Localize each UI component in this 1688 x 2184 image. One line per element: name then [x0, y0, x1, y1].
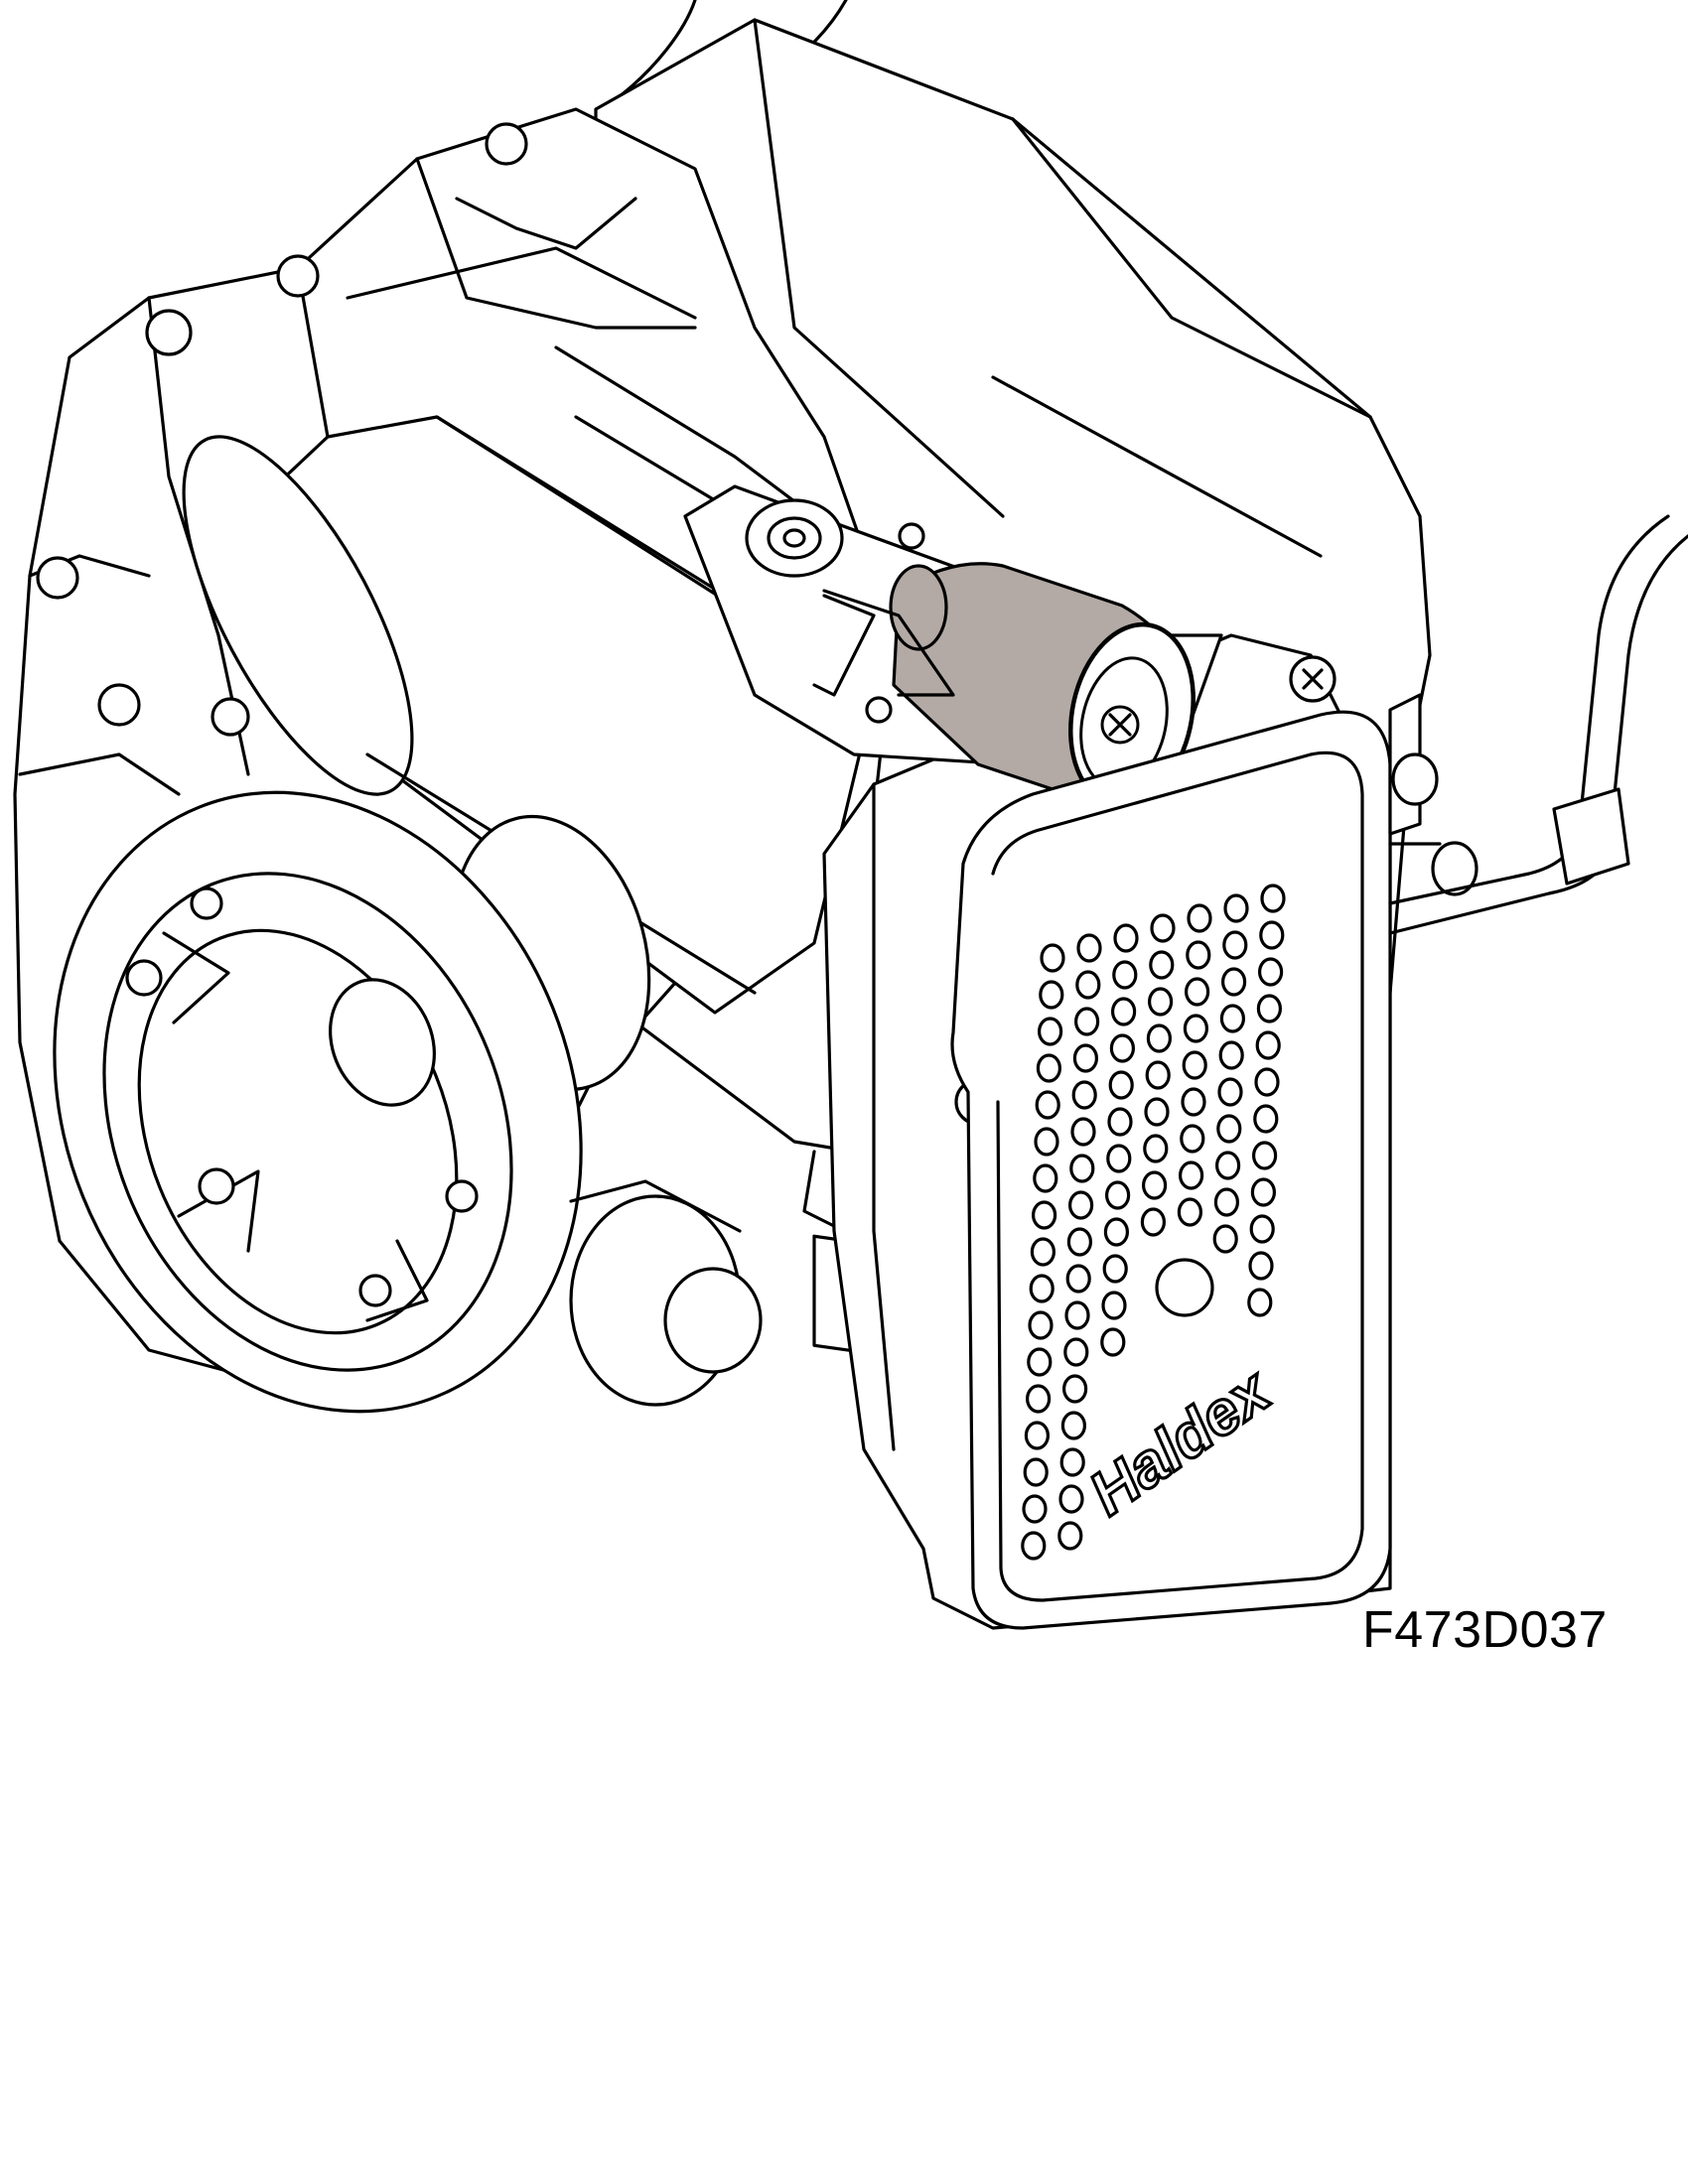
ventilation-hole [1073, 1007, 1100, 1036]
ventilation-hole [1057, 1521, 1083, 1551]
ventilation-hole [1150, 913, 1176, 943]
ventilation-hole [1177, 1197, 1203, 1227]
ventilation-hole [1102, 1254, 1128, 1284]
ventilation-hole [1036, 1053, 1062, 1083]
ventilation-hole [1065, 1264, 1091, 1294]
ventilation-hole [1076, 933, 1102, 963]
ventilation-hole [1147, 987, 1174, 1017]
ventilation-hole [1034, 1127, 1059, 1157]
ventilation-hole [1217, 1077, 1243, 1107]
ventilation-hole [1061, 1374, 1088, 1404]
ventilation-hole [1060, 1411, 1087, 1440]
ventilation-holes [1021, 884, 1286, 1561]
ventilation-hole [1110, 997, 1137, 1026]
ventilation-hole [1070, 1117, 1096, 1147]
ventilation-hole [1145, 1060, 1171, 1090]
ventilation-hole [1108, 1070, 1134, 1100]
ventilation-hole [1187, 903, 1212, 933]
ventilation-hole [1251, 1141, 1278, 1170]
ventilation-hole [1214, 1151, 1241, 1180]
lower-boss [569, 1179, 763, 1407]
ventilation-hole [1071, 1080, 1097, 1110]
ventilation-hole [1022, 1494, 1048, 1524]
ventilation-hole [1250, 1177, 1277, 1207]
ventilation-hole [1223, 893, 1249, 923]
ventilation-hole [1039, 980, 1064, 1010]
ventilation-hole [1218, 1040, 1244, 1070]
ventilation-hole [1063, 1337, 1089, 1367]
ventilation-hole [1254, 1067, 1280, 1097]
ventilation-hole [1222, 930, 1248, 960]
ventilation-hole [1024, 1421, 1051, 1450]
ventilation-hole [1256, 994, 1283, 1024]
ventilation-hole [1103, 1217, 1130, 1247]
ventilation-hole [1255, 1030, 1281, 1060]
haldex-coupling-illustration: Haldex [13, 0, 1688, 1630]
ventilation-hole [1031, 1200, 1057, 1230]
ventilation-hole [1213, 1187, 1240, 1217]
ventilation-hole [1109, 1033, 1136, 1063]
ventilation-hole [1144, 1097, 1170, 1127]
ventilation-hole [1059, 1447, 1085, 1477]
ventilation-hole [1253, 1104, 1279, 1134]
ventilation-hole [1181, 1087, 1206, 1117]
output-flange [53, 790, 583, 1414]
ventilation-hole [1184, 977, 1210, 1007]
ventilation-hole [1212, 1224, 1238, 1254]
ventilation-hole [1112, 960, 1138, 990]
ventilation-hole [1023, 1457, 1049, 1487]
ventilation-hole [1025, 1384, 1052, 1414]
hose-fittings [1388, 693, 1478, 896]
ventilation-hole [1220, 967, 1247, 997]
ventilation-hole [1113, 923, 1139, 953]
ventilation-hole [1248, 1251, 1274, 1281]
ventilation-hole [1104, 1180, 1131, 1210]
ventilation-hole [1249, 1214, 1275, 1244]
ventilation-hole [1260, 884, 1286, 913]
ventilation-hole [1140, 1207, 1167, 1237]
ventilation-hole [1037, 1017, 1063, 1046]
ventilation-hole [1186, 940, 1211, 970]
ventilation-hole [1040, 943, 1065, 973]
ventilation-hole [1067, 1190, 1094, 1220]
ventilation-hole [1247, 1288, 1273, 1317]
ventilation-hole [1100, 1327, 1126, 1357]
ventilation-hole [1069, 1154, 1095, 1183]
ventilation-hole [1259, 920, 1285, 950]
cooling-plate [950, 710, 1392, 1630]
ventilation-hole [1146, 1024, 1173, 1053]
ventilation-hole [1058, 1484, 1084, 1514]
ventilation-hole [1101, 1291, 1127, 1320]
ventilation-hole [1021, 1531, 1047, 1561]
ventilation-hole [1033, 1163, 1058, 1193]
ventilation-hole [1182, 1050, 1207, 1080]
ventilation-hole [1219, 1004, 1246, 1033]
ventilation-hole [1107, 1107, 1133, 1137]
figure-code: F473D037 [1362, 1601, 1608, 1659]
ventilation-hole [1066, 1227, 1093, 1257]
ventilation-hole [1030, 1237, 1056, 1267]
ventilation-hole [1141, 1170, 1168, 1200]
ventilation-hole [1075, 970, 1101, 1000]
ventilation-hole [1072, 1043, 1099, 1073]
ventilation-hole [1183, 1014, 1209, 1043]
ventilation-hole [1106, 1144, 1132, 1173]
ventilation-hole [1180, 1124, 1205, 1154]
ventilation-hole [1029, 1274, 1055, 1303]
ventilation-hole [1028, 1310, 1054, 1340]
ventilation-hole [1143, 1134, 1169, 1163]
ventilation-hole [1149, 950, 1175, 980]
ventilation-hole [1035, 1090, 1060, 1120]
ventilation-hole [1257, 957, 1284, 987]
ventilation-hole [1027, 1347, 1053, 1377]
ventilation-hole [1178, 1160, 1204, 1190]
ventilation-hole [1216, 1114, 1242, 1144]
ventilation-hole [1064, 1300, 1090, 1330]
wiring-harness [1388, 514, 1688, 935]
